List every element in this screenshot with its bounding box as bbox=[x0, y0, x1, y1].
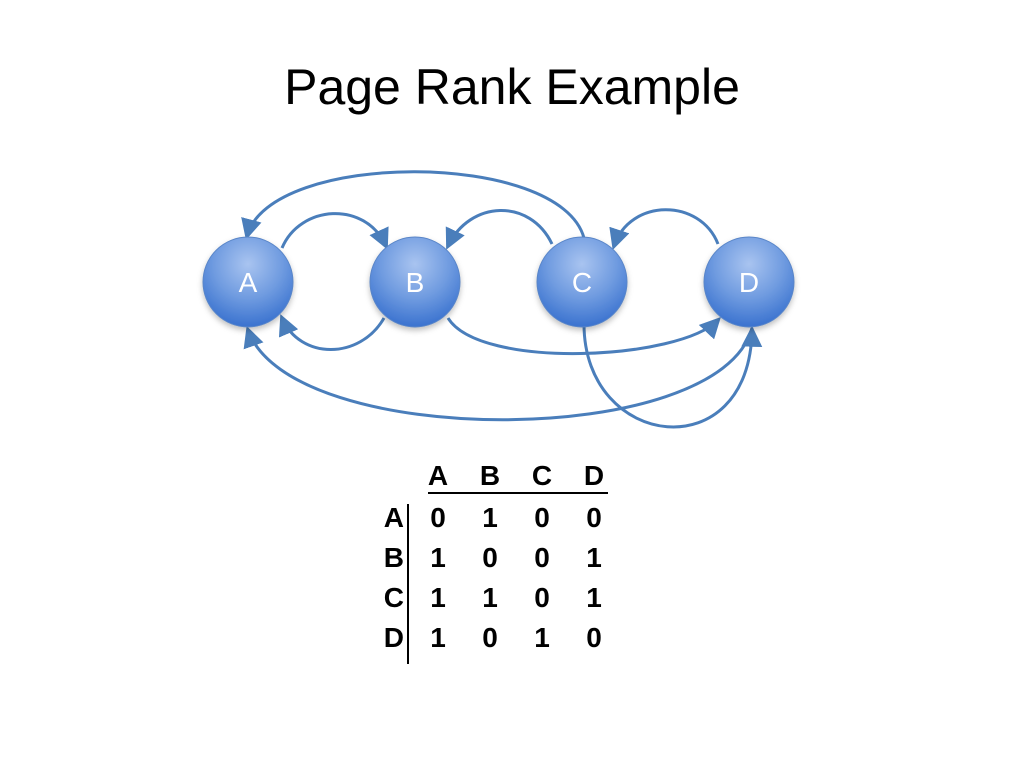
edge-a-to-b bbox=[280, 212, 389, 250]
matrix-cell: 1 bbox=[430, 622, 446, 653]
matrix-row-divider bbox=[407, 504, 409, 664]
matrix-col-header: B bbox=[479, 460, 501, 491]
matrix-cell: 0 bbox=[482, 622, 498, 653]
matrix-col-header: D bbox=[583, 460, 605, 491]
edge-c-to-a bbox=[241, 170, 586, 241]
node-d: D bbox=[703, 236, 795, 328]
matrix-cell: 1 bbox=[586, 582, 602, 613]
graph-diagram: A B C D bbox=[202, 170, 795, 429]
matrix-cell: 0 bbox=[534, 502, 550, 533]
matrix-cell: 0 bbox=[482, 542, 498, 573]
node-c-label: C bbox=[572, 267, 592, 298]
matrix-col-header: A bbox=[427, 460, 449, 491]
matrix-cell: 1 bbox=[430, 582, 446, 613]
matrix-cell: 1 bbox=[586, 542, 602, 573]
matrix-cell: 1 bbox=[430, 542, 446, 573]
adjacency-matrix: A B C D A 0 1 0 0 B 1 0 0 1 C 1 1 0 1 D … bbox=[372, 458, 612, 664]
matrix-cell: 1 bbox=[482, 582, 498, 613]
matrix-row-label: D bbox=[383, 622, 404, 653]
edge-b-to-d bbox=[446, 316, 721, 355]
node-b-label: B bbox=[406, 267, 425, 298]
node-c: C bbox=[536, 236, 628, 328]
edge-d-to-c bbox=[609, 208, 720, 250]
matrix-cell: 0 bbox=[586, 502, 602, 533]
matrix-cell: 0 bbox=[534, 582, 550, 613]
matrix-cell: 1 bbox=[482, 502, 498, 533]
matrix-cell: 0 bbox=[430, 502, 446, 533]
edge-d-to-a bbox=[243, 326, 754, 422]
node-b: B bbox=[369, 236, 461, 328]
edge-c-to-d bbox=[582, 323, 763, 429]
edges bbox=[241, 170, 763, 429]
matrix-cell: 1 bbox=[534, 622, 550, 653]
matrix-row-label: C bbox=[383, 582, 404, 613]
edge-c-to-b bbox=[445, 209, 554, 250]
matrix-cell: 0 bbox=[586, 622, 602, 653]
slide-title: Page Rank Example bbox=[284, 59, 740, 115]
matrix-row-label: A bbox=[383, 502, 404, 533]
edge-b-to-a bbox=[278, 314, 386, 351]
node-a-label: A bbox=[239, 267, 258, 298]
matrix-cell: 0 bbox=[534, 542, 550, 573]
node-d-label: D bbox=[739, 267, 759, 298]
matrix-header-underline bbox=[428, 492, 608, 494]
matrix-row-label: B bbox=[383, 542, 404, 573]
node-a: A bbox=[202, 236, 294, 328]
matrix-col-header: C bbox=[531, 460, 553, 491]
